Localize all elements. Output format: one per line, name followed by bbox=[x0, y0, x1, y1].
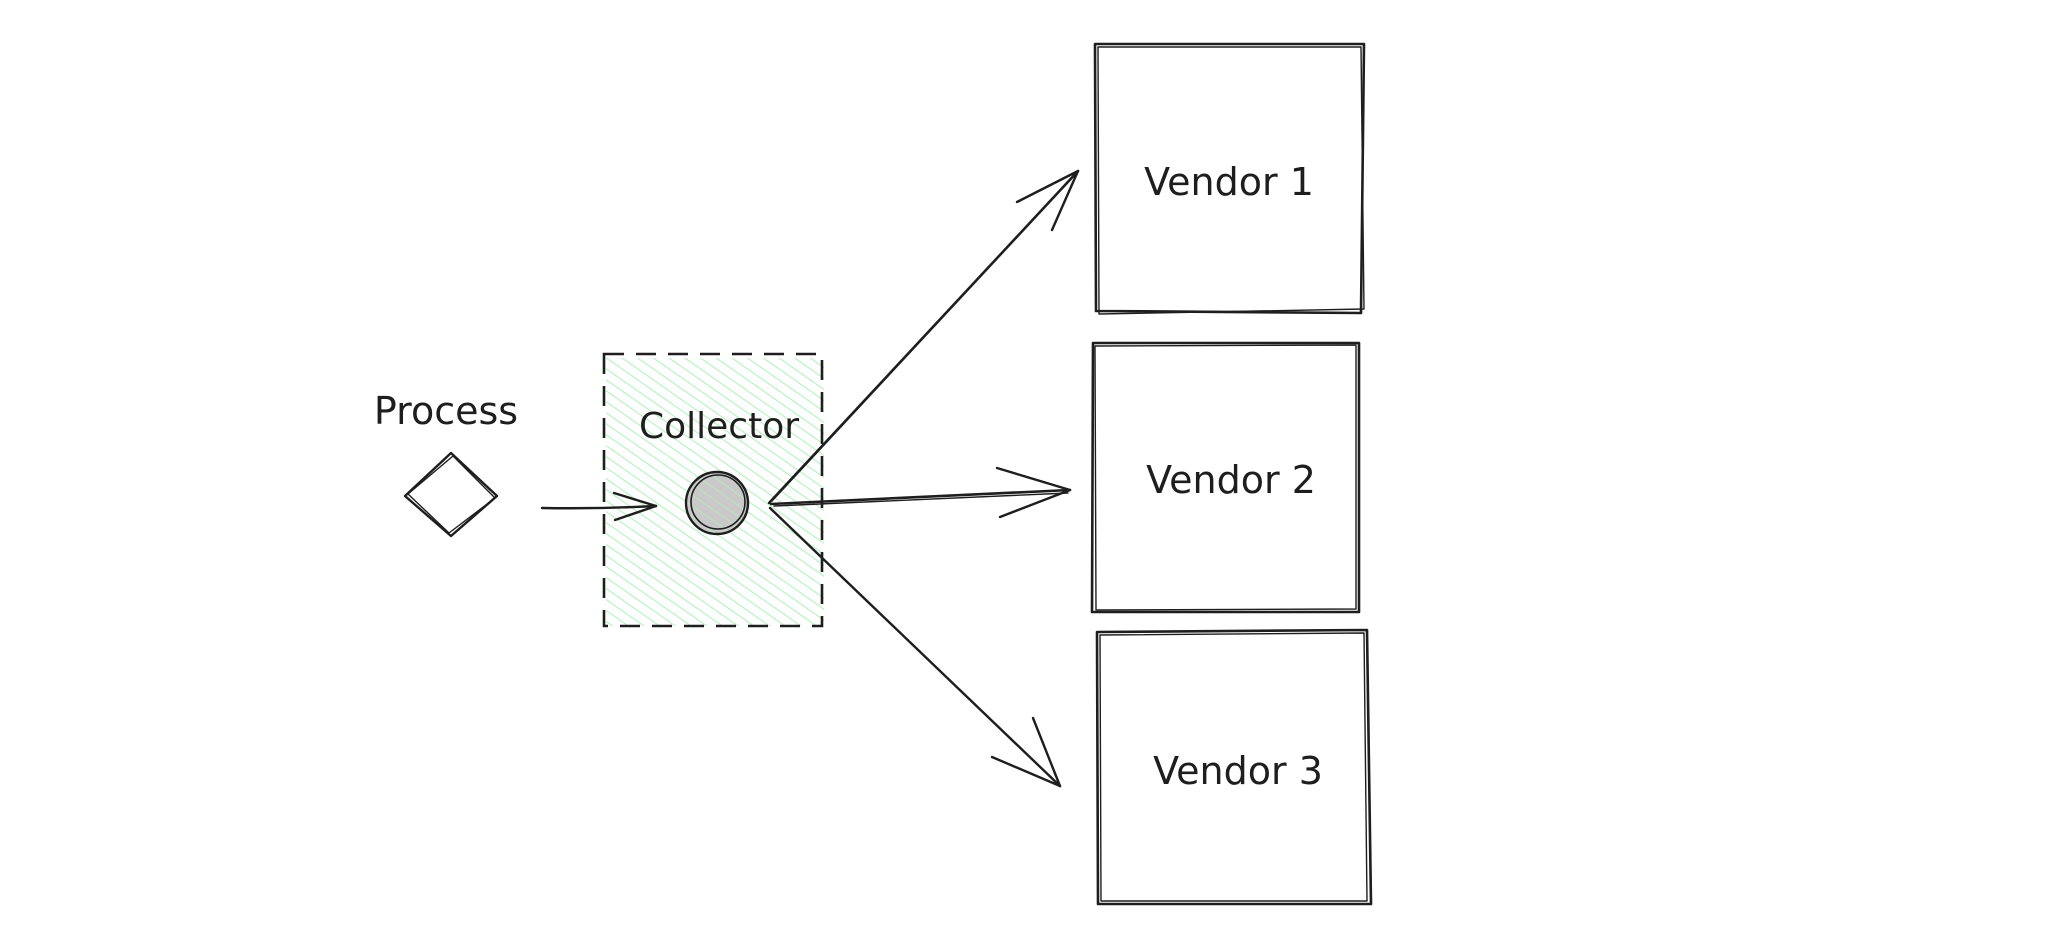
process-node[interactable]: Process bbox=[374, 389, 518, 538]
process-diamond-shape bbox=[403, 451, 499, 538]
collector-circle-icon bbox=[684, 470, 750, 536]
vendor-2-node[interactable]: Vendor 2 bbox=[1090, 341, 1361, 614]
edge-collector-to-vendor-1 bbox=[767, 169, 1080, 505]
edge-process-to-collector bbox=[540, 491, 658, 522]
vendor-1-box bbox=[1093, 42, 1366, 315]
vendor-3-node[interactable]: Vendor 3 bbox=[1095, 628, 1373, 906]
vendor-2-box bbox=[1090, 341, 1361, 614]
edge-collector-to-vendor-3 bbox=[768, 506, 1062, 788]
collector-node[interactable]: Collector bbox=[602, 352, 824, 628]
vendor-3-box bbox=[1095, 628, 1373, 906]
edge-collector-to-vendor-2 bbox=[769, 466, 1072, 519]
vendor-1-node[interactable]: Vendor 1 bbox=[1093, 42, 1366, 315]
vendor-3-label: Vendor 3 bbox=[1153, 749, 1323, 793]
vendor-2-label: Vendor 2 bbox=[1146, 458, 1316, 502]
process-label: Process bbox=[374, 389, 518, 433]
vendor-1-label: Vendor 1 bbox=[1144, 160, 1314, 204]
collector-label: Collector bbox=[639, 406, 799, 447]
collector-dashed-border bbox=[602, 352, 824, 628]
